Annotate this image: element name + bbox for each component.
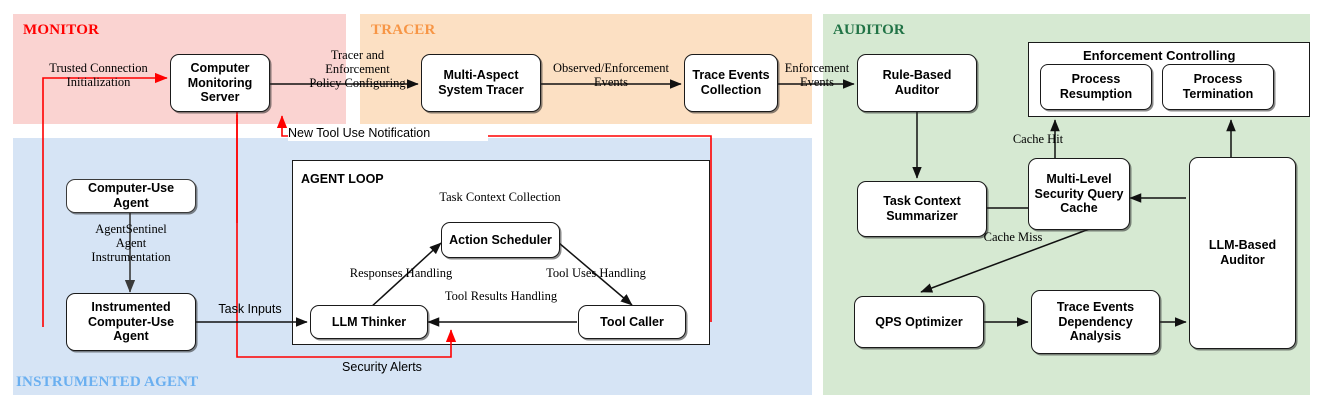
node-task-context-summarizer[interactable]: Task Context Summarizer [857,181,987,237]
edge-label-task-context-collection: Task Context Collection [439,190,561,204]
edge-label-cache-hit: Cache Hit [1012,132,1064,146]
edge-label-enforcement-events: Enforcement Events [784,61,850,89]
edge-label-security-alerts: Security Alerts [342,360,422,374]
node-trace-events-collection[interactable]: Trace Events Collection [684,54,778,112]
node-multi-level-security-query-cache[interactable]: Multi-Level Security Query Cache [1028,158,1130,230]
node-multi-aspect-system-tracer[interactable]: Multi-Aspect System Tracer [421,54,541,112]
edge-label-tracer-and-enforcement-policy-configuring: Tracer and Enforcement Policy Configurin… [309,48,406,90]
node-computer-use-agent[interactable]: Computer-Use Agent [66,179,196,213]
edge-label-cache-miss: Cache Miss [983,230,1043,244]
panel-title-instrumented-agent: INSTRUMENTED AGENT [16,374,199,390]
panel-title-monitor: MONITOR [23,22,100,38]
node-tool-caller[interactable]: Tool Caller [578,305,686,339]
group-title-agent-loop: AGENT LOOP [301,172,384,186]
edge-label-task-inputs: Task Inputs [218,302,282,316]
group-title-enforcement-controlling: Enforcement Controlling [1083,48,1236,63]
edge-label-responses-handling: Responses Handling [349,266,453,280]
edge-label-agent-sentinel-agent-instrumentation: AgentSentinel Agent Instrumentation [91,222,171,264]
node-computer-monitoring-server[interactable]: Computer Monitoring Server [170,54,270,112]
node-llm-based-auditor[interactable]: LLM-Based Auditor [1189,157,1296,349]
node-trace-events-dependency-analysis[interactable]: Trace Events Dependency Analysis [1031,290,1160,354]
edge-label-trusted-connection-initialization: Trusted Connection Initialization [49,61,148,89]
node-rule-based-auditor[interactable]: Rule-Based Auditor [857,54,977,112]
node-process-resumption[interactable]: Process Resumption [1040,64,1152,110]
edge-label-tool-uses-handling: Tool Uses Handling [546,266,646,280]
edge-label-observed-enforcement-events: Observed/Enforcement Events [553,61,669,89]
edge-label-tool-results-handling: Tool Results Handling [444,289,558,303]
node-qps-optimizer[interactable]: QPS Optimizer [854,296,984,348]
panel-title-tracer: TRACER [371,22,436,38]
panel-title-auditor: AUDITOR [833,22,905,38]
node-action-scheduler[interactable]: Action Scheduler [441,222,560,258]
edge-label-new-tool-use-notification: New Tool Use Notification [288,126,488,141]
node-process-termination[interactable]: Process Termination [1162,64,1274,110]
node-llm-thinker[interactable]: LLM Thinker [310,305,428,339]
node-instrumented-computer-use-agent[interactable]: Instrumented Computer-Use Agent [66,293,196,351]
